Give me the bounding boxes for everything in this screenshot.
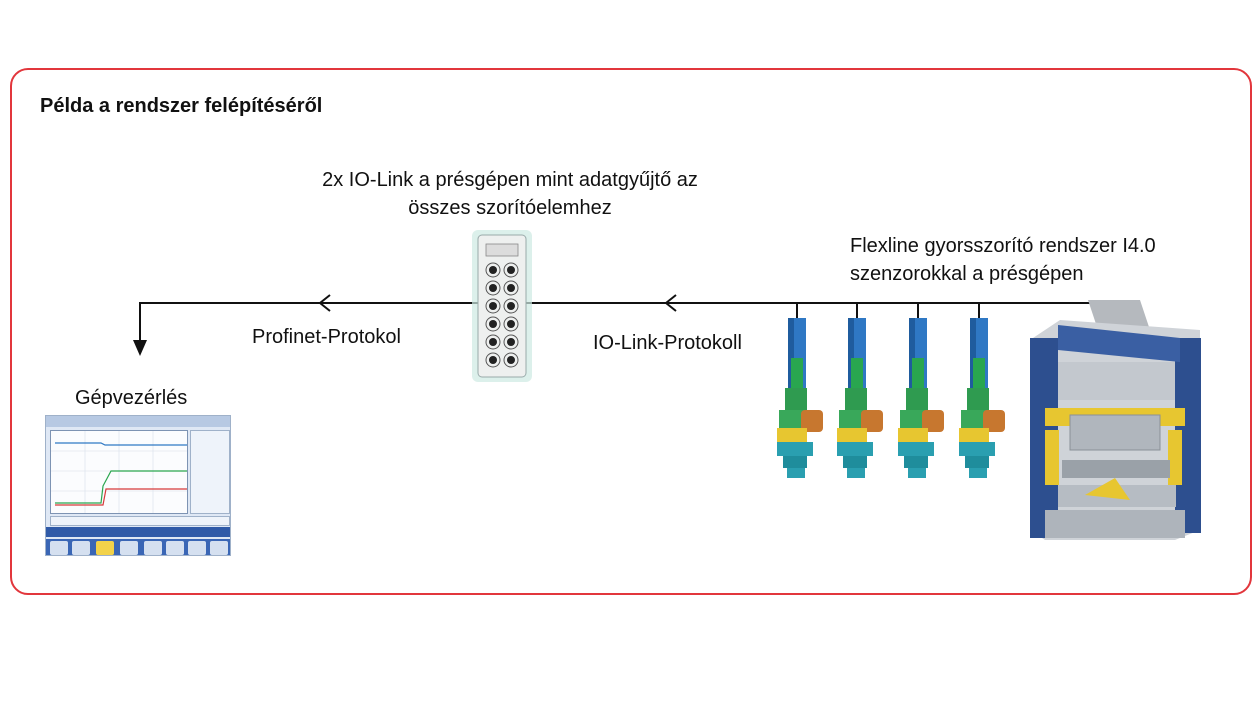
hmi-warning-icon [96,541,114,555]
down-arrowhead [133,340,147,356]
hmi-side-panel [190,430,230,514]
profinet-protocol-label: Profinet-Protokol [252,326,401,348]
hmi-bulb-icon [166,541,184,555]
profinet-arrow-icon [318,294,331,312]
io-link-protocol-label: IO-Link-Protokoll [593,332,742,354]
hydraulic-clamp-icon [898,318,944,478]
hydraulic-clamp-icon [777,318,823,478]
hmi-play-icon [144,541,162,555]
io-link-module-icon [472,230,532,382]
hmi-home-icon [50,541,68,555]
page-title: Példa a rendszer felépítéséről [40,95,323,117]
hmi-nav-row [46,527,230,537]
hmi-tab-row [50,516,230,526]
hmi-users-icon [72,541,90,555]
hmi-stop-icon [120,541,138,555]
hmi-topbar [46,416,230,427]
press-machine-icon [1030,300,1201,540]
iolink-arrow-icon [664,294,677,312]
io-link-caption: 2x IO-Link a présgépen mint adatgyűjtő a… [322,169,698,219]
hmi-button-row [46,539,230,555]
hydraulic-clamp-icon [959,318,1005,478]
hydraulic-clamp-icon [837,318,883,478]
hmi-screen-icon [45,415,231,556]
hmi-help-icon [188,541,206,555]
flexline-caption: Flexline gyorsszorító rendszer I4.0 szen… [850,235,1156,285]
hmi-plot [50,430,188,514]
hmi-exit-icon [210,541,228,555]
connector-lines [133,294,1103,356]
machine-control-label: Gépvezérlés [75,387,188,409]
diagram-frame [10,68,1252,595]
